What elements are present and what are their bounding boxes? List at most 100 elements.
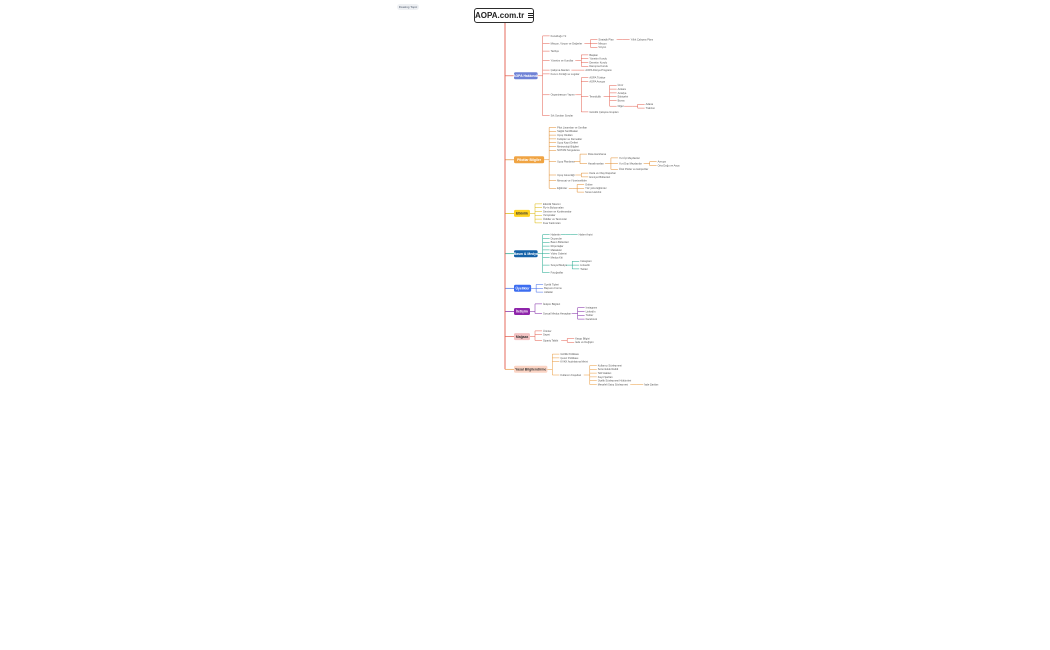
topic-label: Yurt İçi Meydanlar <box>619 155 640 160</box>
topic-label: Antalya <box>618 91 627 95</box>
topic-label: Misyon <box>598 41 607 45</box>
topic-label: Instagram <box>580 259 592 263</box>
topic-label: Eskişehir <box>618 95 629 99</box>
topic-label: İletişim Bilgileri <box>543 301 561 306</box>
topic-label: Seminer ve Konferanslar <box>543 209 572 213</box>
topic-label: Kullanıcı Sözleşmesi <box>598 363 622 367</box>
topic-label: Sosyal Medya <box>551 263 568 267</box>
topic-label: Organizasyon Yapısı <box>551 93 575 97</box>
topic-label: Kullanım Koşulları <box>560 373 581 377</box>
topic-label: Sağlık Sertifikaları <box>557 129 578 133</box>
branch-pill <box>514 72 538 80</box>
topic-label: Üyelik Sözleşmesi Hükümleri <box>598 379 632 383</box>
topic-label: Diğer <box>618 104 624 108</box>
topic-label: Instagram <box>586 306 598 310</box>
topic-label: Duyurular <box>551 236 562 240</box>
topic-label: Sınav Hazırlık <box>585 190 602 194</box>
topic-label: Fly-in Buluşmaları <box>543 206 564 210</box>
topic-label: Üyelik Tipleri <box>544 282 559 286</box>
branch-label: Pilotlar Bilgiler <box>517 158 542 162</box>
branch-label: Mağaza <box>516 335 528 339</box>
root-title: AOPA.com.tr <box>475 11 525 20</box>
branch-label: AOPA Hakkında <box>513 74 539 78</box>
topic-label: Rota Hazırlama <box>588 152 607 156</box>
topic-label: Kayıt Şartları <box>598 375 613 379</box>
topic-label: Avrupa <box>658 160 667 164</box>
topic-label: Eğitimler <box>557 186 567 190</box>
topic-label: Twitter <box>580 267 588 271</box>
topic-label: NOTAM Sorgulama <box>557 148 580 152</box>
topic-label: İzmir <box>618 82 624 87</box>
topic-label: Fotoğraflar <box>551 271 564 275</box>
branch-label: İletişim <box>516 310 528 314</box>
topic-label: Sepet <box>543 333 550 337</box>
topic-label: KVKK Aydınlatma Metni <box>560 360 588 364</box>
topic-label: Başvuru Formu <box>544 286 562 290</box>
topic-label: Makaleler <box>551 248 562 252</box>
topic-label: Ankara <box>618 87 627 91</box>
topic-label: Twitter <box>586 313 594 317</box>
branch-pill <box>514 333 530 341</box>
branch-pill <box>514 365 548 373</box>
topic-label: AOPA Dünya Programı <box>585 68 612 72</box>
topic-label: Kargo Bilgisi <box>575 336 590 340</box>
topic-label: Sık Sorulan Sorular <box>551 114 574 118</box>
root-topic[interactable]: AOPA.com.tr <box>474 8 534 23</box>
topic-label: Basın Bültenleri <box>551 240 570 244</box>
topic-label: Gönüllü Çalışma Grupları <box>589 110 619 114</box>
topic-label: LinkedIn <box>580 263 590 267</box>
topic-label: Bursa <box>618 98 625 102</box>
topic-label: LinkedIn <box>586 309 596 313</box>
topic-label: Yarışmalar <box>543 213 555 217</box>
topic-label: Kurulduğu Yıl <box>551 34 567 38</box>
topic-label: Yönetim ve Kurullar <box>551 59 574 63</box>
topic-label: Ürünler <box>543 329 552 333</box>
topic-label: Sorumluluk Reddi <box>598 367 619 371</box>
branch-pill <box>514 284 532 292</box>
topic-label: Video Galerisi <box>551 252 568 256</box>
floating-topic[interactable]: Floating Topic <box>397 4 419 10</box>
topic-label: Online <box>585 182 593 186</box>
topic-label: Pilot Lisansları ve Sınıfları <box>557 125 587 129</box>
topic-label: Sosyal Medya Hesapları <box>543 311 571 315</box>
topic-label: İade Şartları <box>644 381 658 386</box>
topic-label: Çalışma Alanları <box>551 68 570 72</box>
branch-label: Üyelikler <box>515 286 530 291</box>
topic-label: Özel Pistler ve Heliportlar <box>619 167 648 171</box>
topic-label: Emniyet Bültenleri <box>589 175 610 179</box>
topic-label: Mesafeli Satış Sözleşmesi <box>598 382 629 386</box>
topic-label: Sipariş Takibi <box>543 338 559 342</box>
topic-label: Ödüller ve Tanıtımlar <box>543 217 567 221</box>
topic-label: Kulüpler ve Dernekler <box>557 137 582 141</box>
topic-label: Haber Arşivi <box>579 233 593 237</box>
topic-label: AOPA Avrupa <box>589 79 605 83</box>
topic-label: AOPA Türkiye <box>589 76 606 80</box>
topic-label: Tarihçe <box>551 49 560 53</box>
branch-pill <box>514 250 538 258</box>
topic-label: Fuar Katılımları <box>543 221 561 225</box>
topic-label: Yurt Dışı Meydanlar <box>619 162 642 166</box>
topic-label: Aidatlar <box>544 290 553 294</box>
topic-label: Misyon, Vizyon ve Değerler <box>551 41 583 45</box>
topic-label: Uçuş Kayıt Defteri <box>557 141 578 145</box>
branch-pill <box>514 308 530 315</box>
topic-label: Adana <box>646 102 654 106</box>
branch-label: Basın & Medya <box>514 252 538 256</box>
branch-label: Yasal Bilgilendirme <box>515 368 546 372</box>
topic-label: Başkan <box>589 53 598 57</box>
topic-label: Uçuş Güvenliği <box>557 173 575 177</box>
topic-label: Havalimanları <box>588 162 604 166</box>
topic-label: Trabzon <box>646 106 656 110</box>
topic-label: İade ve Değişim <box>575 339 594 344</box>
topic-label: Mevzuat ve Yönetmelikler <box>557 179 587 183</box>
topic-label: Danışma Kurulu <box>589 64 608 68</box>
menu-lines-icon[interactable] <box>528 12 533 19</box>
topic-label: Çerez Politikası <box>560 356 578 360</box>
topic-label: Uçuş Planlama <box>557 160 575 164</box>
branch-label: Etkinlik <box>516 212 528 216</box>
topic-label: Röportajlar <box>551 244 564 248</box>
topic-label: Vizyon <box>598 45 606 49</box>
topic-label: Medya Kiti <box>551 255 564 259</box>
topic-label: Stratejik Plan <box>598 38 614 42</box>
